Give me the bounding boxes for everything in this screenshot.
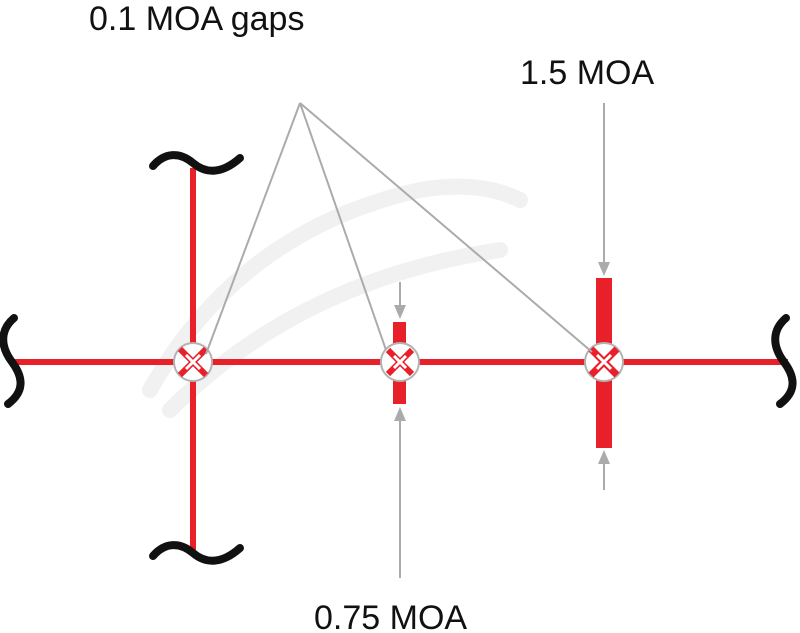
arrow-head — [598, 262, 610, 276]
break-marks — [0, 151, 797, 565]
gap-marker-thin-post — [380, 342, 420, 382]
gap-marker-center — [173, 342, 213, 382]
tilde-break-icon — [771, 314, 797, 408]
gap-marker-thick-post — [584, 342, 624, 382]
thick-post-label: 1.5 MOA — [520, 54, 654, 92]
dimension-arrows — [394, 103, 610, 578]
leader-line — [205, 102, 301, 355]
arrow-head — [394, 305, 406, 319]
tilde-break-icon — [149, 151, 244, 175]
tilde-break-icon — [149, 541, 244, 565]
thin-post-label: 0.75 MOA — [314, 599, 467, 633]
arrow-head — [394, 407, 406, 421]
arrow-head — [598, 450, 610, 464]
leader-line — [299, 102, 593, 353]
gap-leaders — [205, 102, 593, 355]
gaps-label: 0.1 MOA gaps — [89, 0, 304, 38]
leader-line — [299, 102, 387, 351]
tilde-break-icon — [0, 314, 25, 408]
